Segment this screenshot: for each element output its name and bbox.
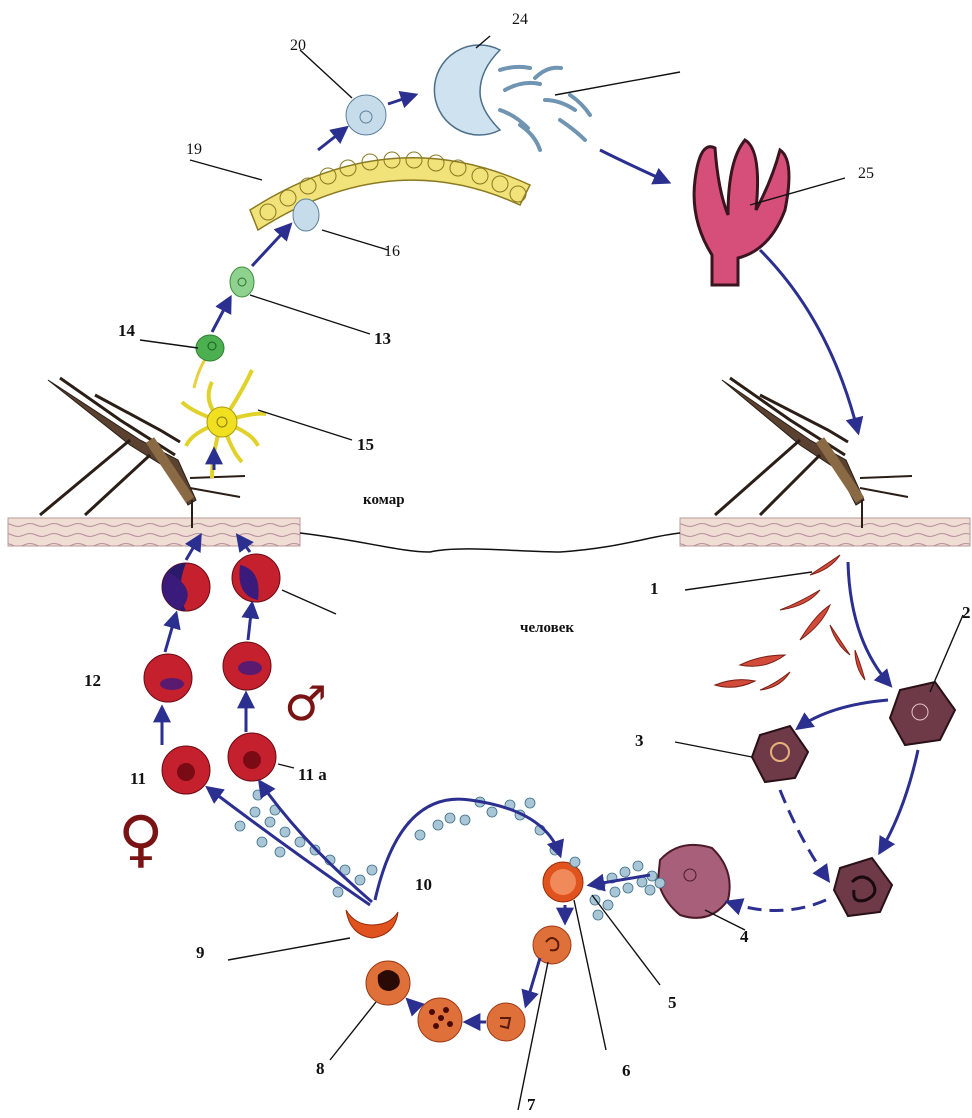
stage-19-midgut-wall — [250, 152, 530, 230]
female-symbol: ♀ — [118, 808, 163, 870]
label-20: 20 — [290, 38, 306, 54]
skin-left — [8, 518, 300, 546]
stage-25-salivary-gland — [694, 140, 789, 285]
skin-right — [680, 518, 970, 546]
stage-3-hypnozoite — [752, 726, 808, 782]
stage-blood-schizont — [418, 998, 462, 1042]
stage-6-ring-rbc — [543, 862, 583, 902]
label-16: 16 — [384, 244, 400, 260]
male-symbol: ♂ — [284, 680, 327, 728]
stage-8-mature-schizont — [366, 961, 410, 1005]
male-gametocyte-mature — [232, 554, 280, 602]
label-3: 3 — [635, 732, 644, 749]
label-2: 2 — [962, 604, 971, 621]
stage-13-ookinete — [230, 267, 254, 297]
label-6: 6 — [622, 1062, 631, 1079]
label-10: 10 — [415, 876, 432, 893]
stage-9-ruptured-rbc — [346, 910, 398, 938]
stage-16-young-oocyst — [293, 199, 319, 231]
label-13: 13 — [374, 330, 391, 347]
stage-11a-male-gametocyte-young — [228, 733, 276, 781]
host-divider-line — [300, 533, 680, 552]
liver-stages — [590, 682, 955, 920]
merozoite-cloud — [590, 861, 665, 920]
label-14: 14 — [118, 322, 135, 339]
stage-12a-gametocyte-growing — [223, 642, 271, 690]
stage-amoeboid-trophozoite — [487, 1003, 525, 1041]
label-7: 7 — [527, 1096, 536, 1113]
stage-liver-schizont — [834, 858, 892, 916]
stage-4-ruptured-schizont — [658, 845, 730, 918]
label-5: 5 — [668, 994, 677, 1011]
label-9: 9 — [196, 944, 205, 961]
mosquito-host-label: комар — [363, 492, 405, 509]
mosquito-stages — [182, 45, 789, 478]
stage-11-female-gametocyte-young — [162, 746, 210, 794]
stage-24-mature-oocyst — [434, 45, 590, 150]
blood-arrows — [162, 536, 565, 1022]
label-19: 19 — [186, 142, 202, 158]
label-11: 11 — [130, 770, 146, 787]
human-host-label: человек — [520, 620, 574, 637]
label-12: 12 — [84, 672, 101, 689]
label-8: 8 — [316, 1060, 325, 1077]
label-4: 4 — [740, 928, 749, 945]
mosquito-arrows — [206, 95, 858, 470]
label-1: 1 — [650, 580, 659, 597]
female-gametocyte-mature — [162, 563, 210, 611]
stage-12-gametocyte-growing — [144, 654, 192, 702]
label-11a: 11 а — [298, 766, 327, 783]
stage-2-hepatocyte — [890, 682, 955, 745]
blood-stages — [144, 554, 583, 1042]
stage-20-oocyst — [346, 95, 386, 135]
stage-14-zygote — [194, 335, 224, 388]
stage-10-merozoites — [235, 790, 580, 897]
label-15: 15 — [357, 436, 374, 453]
label-25: 25 — [858, 166, 874, 182]
label-24: 24 — [512, 12, 528, 28]
mosquito-right — [715, 378, 912, 528]
